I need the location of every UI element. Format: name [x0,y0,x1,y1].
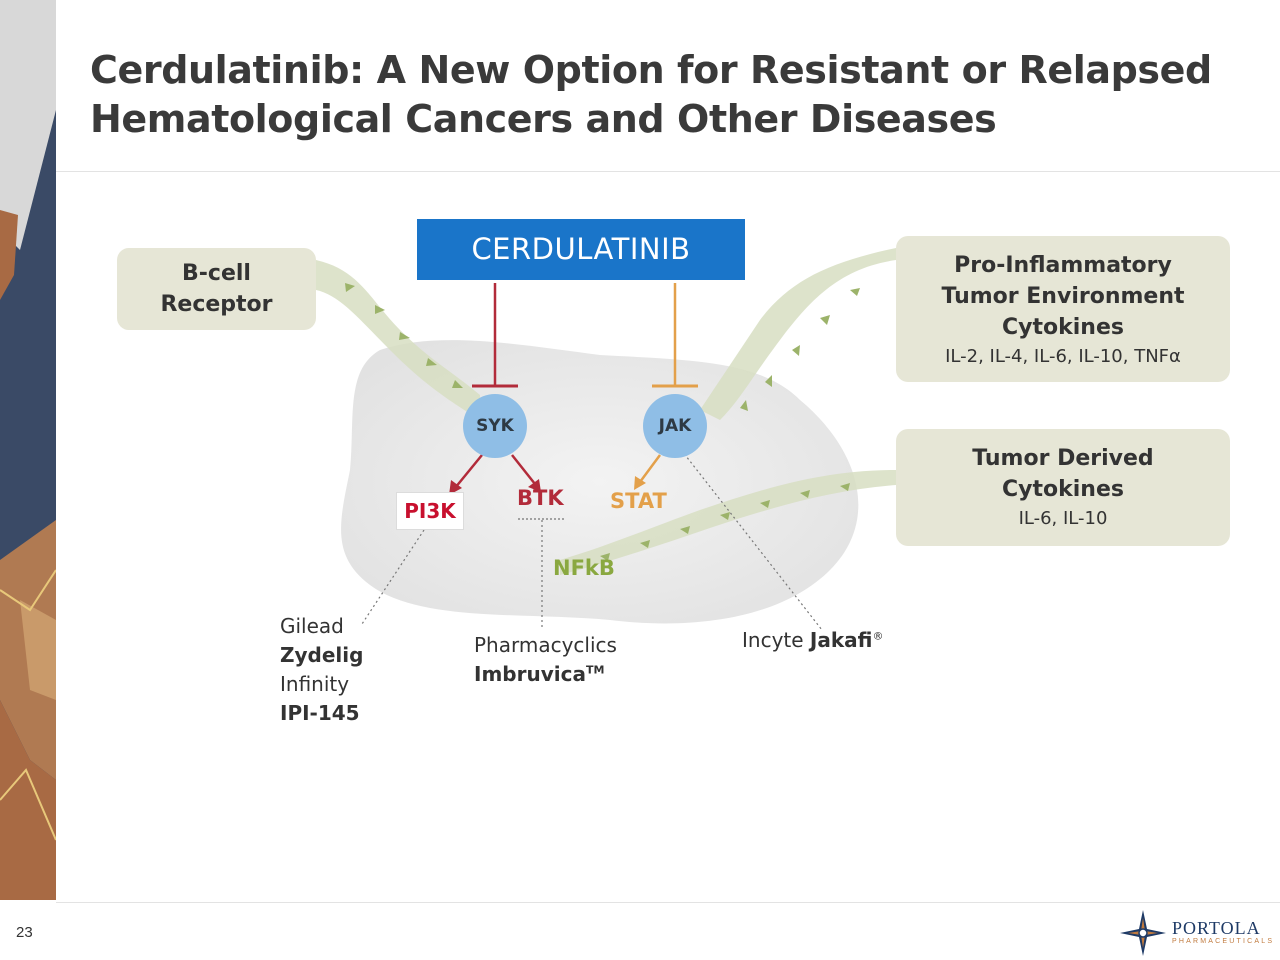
pi3k-label: PI3K [396,492,464,530]
cell-body [341,340,859,624]
tumor-derived-box: Tumor Derived Cytokines IL-6, IL-10 [896,429,1230,546]
stat-label: STAT [610,489,667,513]
title-divider [56,171,1280,172]
pro-inflammatory-box: Pro-Inflammatory Tumor Environment Cytok… [896,236,1230,382]
bcell-receptor-box: B-cell Receptor [117,248,316,330]
pharmacyclics-note: Pharmacyclics ImbruvicaTM [474,631,617,689]
jakafi-registered: ® [872,629,884,643]
logo-subtitle: PHARMACEUTICALS [1172,938,1275,945]
ribbon-arrows [345,283,860,561]
infinity-text: Infinity [280,672,350,696]
slide-title: Cerdulatinib: A New Option for Resistant… [90,46,1240,144]
tumor-derived-line-1: Tumor Derived [972,446,1154,471]
title-line-1: Cerdulatinib: A New Option for Resistant… [90,48,1212,92]
incyte-note: Incyte Jakafi® [742,626,883,655]
title-line-2: Hematological Cancers and Other Diseases [90,97,997,141]
ipi145-text: IPI-145 [280,701,360,725]
sidebar-decoration [0,0,56,960]
syk-to-pi3k-arrow [454,454,483,489]
gilead-text: Gilead [280,614,344,638]
pharmacyclics-text: Pharmacyclics [474,633,617,657]
tumor-derived-line-2: Cytokines [1002,477,1124,502]
syk-to-btk-arrow [511,454,536,485]
imbruvica-text: Imbruvica [474,662,586,686]
incyte-text: Incyte [742,628,804,652]
cytokine-ribbon-upper [700,248,896,420]
btk-label: BTK [517,486,564,510]
tumor-derived-cytokine-list: IL-6, IL-10 [1018,508,1108,529]
jak-to-stat-arrow [638,454,662,483]
pro-inflam-cytokine-list: IL-2, IL-4, IL-6, IL-10, TNFα [945,346,1181,367]
nfkb-label: NFkB [553,556,615,580]
footer-divider [56,902,1280,903]
page-number: 23 [16,924,33,941]
gilead-note: Gilead Zydelig Infinity IPI-145 [280,612,363,728]
pro-inflam-line-3: Cytokines [1002,315,1124,340]
pro-inflam-line-2: Tumor Environment [941,284,1185,309]
pro-inflam-line-1: Pro-Inflammatory [954,253,1172,278]
bcell-line-2: Receptor [160,292,273,317]
zydelig-text: Zydelig [280,643,364,667]
jakafi-text: Jakafi [809,628,873,652]
imbruvica-line: ImbruvicaTM [474,660,617,689]
jak-node: JAK [643,394,707,458]
cerdulatinib-box: CERDULATINIB [417,219,745,280]
compass-logo-icon [1120,910,1166,956]
bcell-line-1: B-cell [182,261,251,286]
imbruvica-trademark: TM [585,663,605,677]
pi3k-pointer [361,529,425,625]
cytokine-ribbon-lower [560,470,896,575]
bcell-ribbon [316,260,480,420]
syk-node: SYK [463,394,527,458]
logo-wordmark: PORTOLA [1172,918,1261,938]
